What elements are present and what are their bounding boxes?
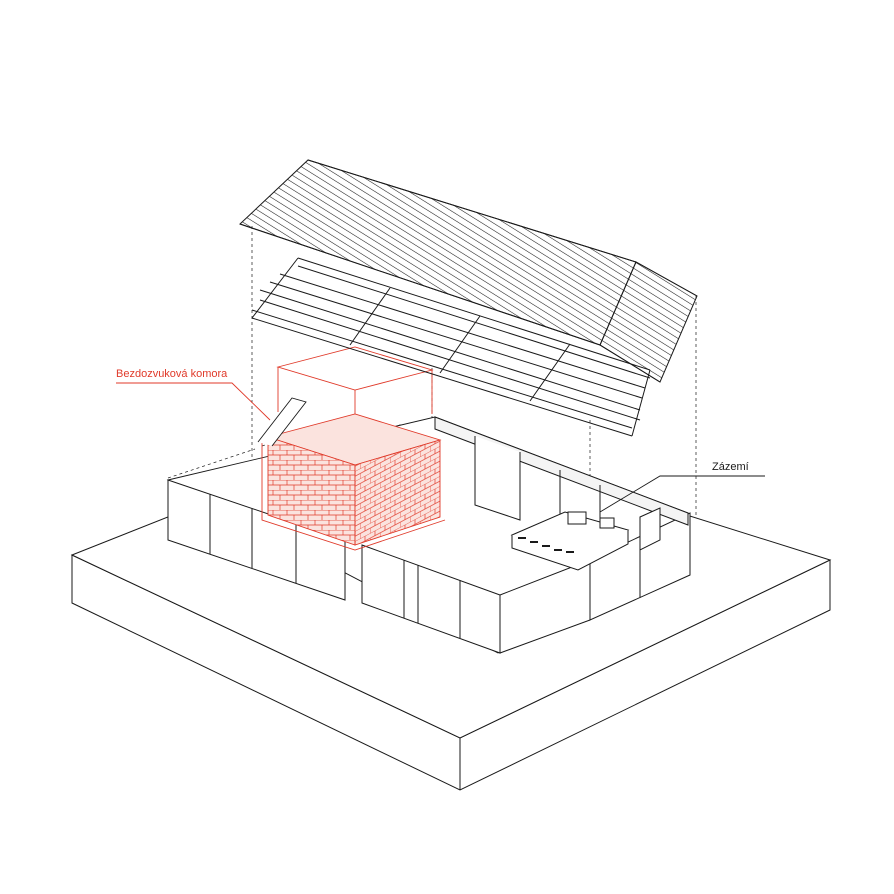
anechoic-chamber-label: Bezdozvuková komora [116, 368, 228, 380]
building-walls [167, 416, 691, 654]
leader-lines [116, 382, 765, 513]
backstage-label: Zázemí [712, 461, 749, 473]
roof-battens-frame [251, 257, 651, 437]
backstage-leader-line [599, 475, 765, 513]
anechoic-chamber [257, 346, 446, 551]
roof [239, 159, 698, 383]
backstage-rooms [510, 507, 661, 571]
chamber-leader-line [116, 382, 271, 421]
